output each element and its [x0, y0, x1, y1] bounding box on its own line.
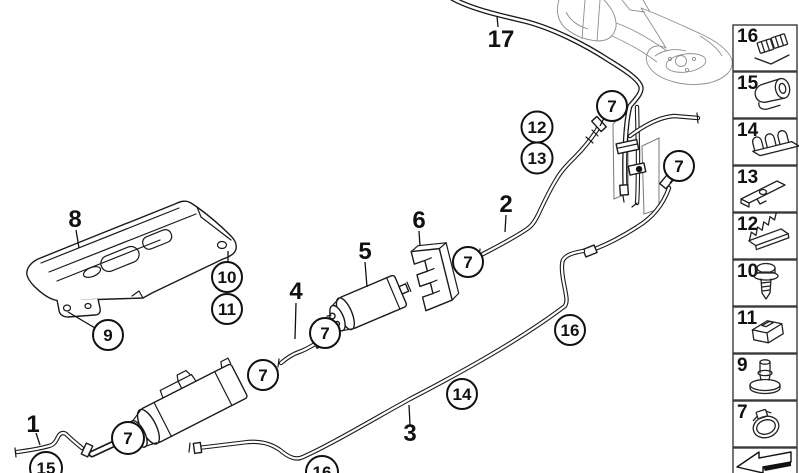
legend-item-arrow[interactable]	[732, 447, 798, 473]
legend-item-16[interactable]: 16	[732, 24, 798, 72]
svg-text:7: 7	[123, 429, 132, 448]
callout-7-pump-clamp[interactable]: 7	[111, 421, 145, 455]
bracket-rail-icon	[740, 180, 786, 208]
svg-text:16: 16	[313, 463, 332, 473]
vent-hose	[627, 112, 701, 139]
double-tube-clip-icon	[754, 33, 790, 65]
fuel-tank	[556, 0, 733, 85]
svg-text:14: 14	[737, 120, 759, 141]
label-part-4[interactable]: 4	[289, 278, 303, 305]
svg-text:12: 12	[737, 214, 758, 235]
legend-item-10[interactable]: 10	[732, 259, 798, 307]
callout-15[interactable]: 15	[29, 451, 63, 473]
callout-11[interactable]: 11	[211, 293, 243, 325]
legend-item-15[interactable]: 15	[732, 71, 798, 119]
callout-13[interactable]: 13	[520, 141, 554, 175]
fuel-pipe-3	[188, 248, 586, 461]
svg-text:15: 15	[37, 459, 56, 473]
svg-text:11: 11	[737, 308, 758, 329]
callout-7-bracket-clamp[interactable]: 7	[452, 246, 484, 278]
skid-plate	[26, 200, 237, 318]
svg-text:16: 16	[561, 321, 580, 340]
filter-bracket	[410, 242, 460, 312]
svg-text:9: 9	[103, 326, 112, 345]
part-labels: 1 2 3 4 5 6 8 17	[26, 15, 515, 447]
label-part-2[interactable]: 2	[499, 191, 512, 218]
legend-item-9[interactable]: 9	[732, 353, 798, 401]
svg-text:15: 15	[737, 73, 759, 94]
svg-text:11: 11	[218, 300, 236, 319]
fuel-pipe-2	[478, 115, 607, 259]
line-clip-13	[627, 162, 647, 176]
label-part-1[interactable]: 1	[26, 411, 39, 438]
page-arrow-icon	[736, 451, 792, 473]
svg-text:7: 7	[463, 253, 472, 272]
svg-text:14: 14	[453, 385, 472, 404]
corrugated-clip-icon	[748, 211, 790, 251]
svg-text:7: 7	[737, 402, 748, 423]
svg-text:7: 7	[607, 97, 616, 116]
self-tapping-screw-icon	[753, 262, 779, 300]
label-part-3[interactable]: 3	[403, 420, 416, 447]
line-clip-12	[615, 138, 640, 155]
return-hose-right	[582, 170, 677, 258]
hose-clamp-icon	[752, 408, 780, 439]
svg-text:7: 7	[258, 366, 267, 385]
callout-7-filter-inlet-clamp[interactable]: 7	[309, 317, 341, 349]
callout-12[interactable]: 12	[520, 110, 554, 144]
callout-7-tank-clamp[interactable]: 7	[596, 90, 628, 122]
svg-text:16: 16	[737, 26, 758, 47]
grommet-icon	[749, 359, 781, 395]
svg-text:13: 13	[528, 149, 547, 168]
legend-item-13[interactable]: 13	[732, 165, 798, 213]
svg-text:10: 10	[737, 261, 758, 282]
callouts: 7 7 7 7 7 7 9 10	[29, 90, 695, 473]
svg-text:13: 13	[737, 167, 758, 188]
svg-text:7: 7	[674, 157, 683, 176]
svg-text:9: 9	[737, 355, 748, 376]
fuel-hose-17	[450, 0, 644, 203]
tube-holder-icon	[754, 77, 791, 110]
label-part-17[interactable]: 17	[488, 26, 515, 53]
legend-item-12[interactable]: 12	[732, 211, 798, 260]
svg-text:7: 7	[320, 324, 329, 343]
label-part-8[interactable]: 8	[68, 206, 81, 233]
legend-item-14[interactable]: 14	[732, 118, 799, 166]
callout-7-hose4-clamp[interactable]: 7	[247, 359, 279, 391]
svg-text:12: 12	[528, 118, 547, 137]
legend-sidebar: 16 15	[732, 24, 799, 473]
callout-10[interactable]: 10	[211, 261, 243, 293]
callout-16-elbow[interactable]: 16	[554, 314, 586, 346]
feed-line-right	[631, 104, 641, 208]
legend-item-7[interactable]: 7	[732, 400, 798, 448]
svg-text:10: 10	[218, 268, 237, 287]
callout-16-bottom[interactable]: 16	[305, 455, 339, 473]
callout-14[interactable]: 14	[446, 378, 478, 410]
callout-9[interactable]: 9	[92, 319, 124, 351]
label-part-6[interactable]: 6	[412, 207, 425, 234]
callout-7-return-clamp[interactable]: 7	[663, 150, 695, 182]
legend-item-11[interactable]: 11	[732, 306, 798, 354]
label-part-5[interactable]: 5	[358, 238, 371, 265]
clip-nut-icon	[751, 320, 784, 344]
